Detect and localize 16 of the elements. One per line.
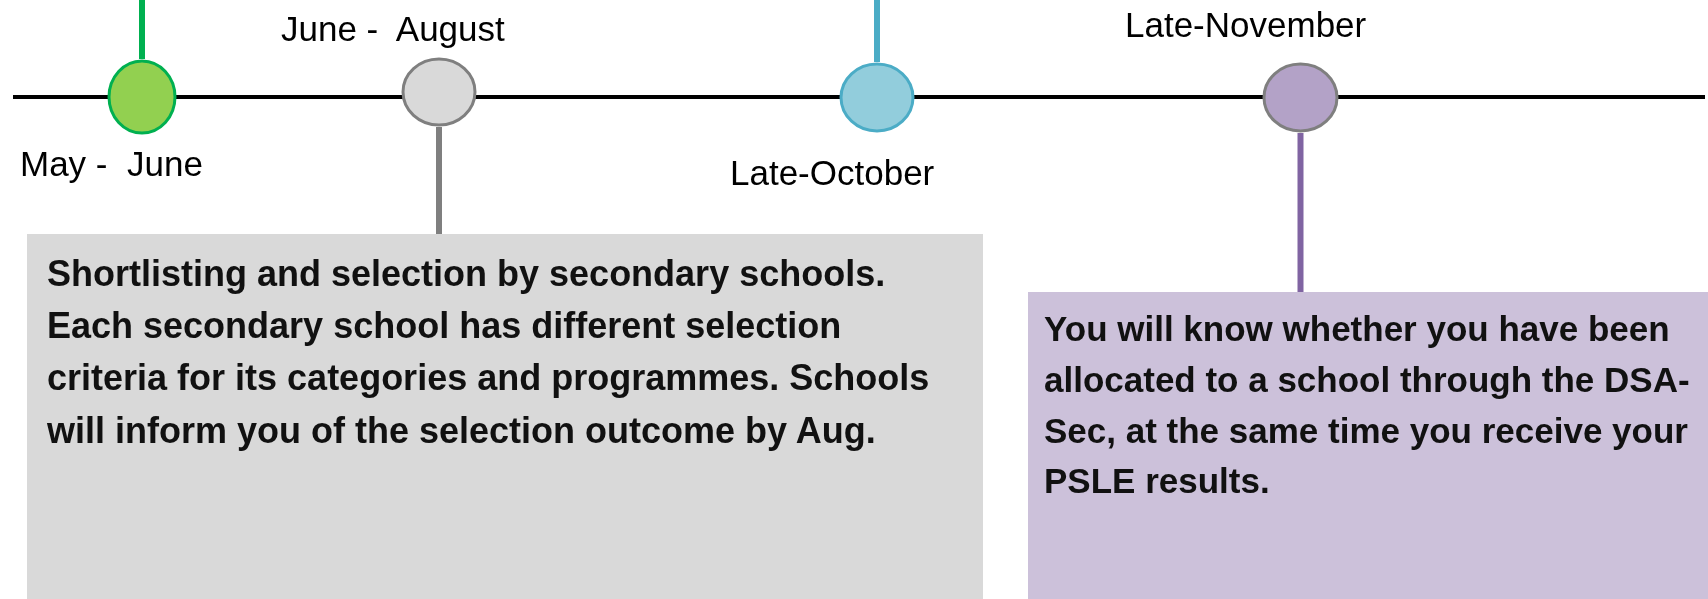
- connector-line: [436, 127, 442, 234]
- description-card: [1028, 292, 1708, 599]
- connector-line: [874, 0, 880, 62]
- timeline-marker: [1262, 62, 1339, 133]
- connector-line: [1297, 133, 1304, 292]
- date-label: May - June: [20, 143, 203, 185]
- description-card: [27, 234, 983, 599]
- description-text: You will know whether you have been allocated to a school through the DSA-Sec, at the same time you receive your PSLE results.: [1044, 308, 1691, 503]
- description-text: Shortlisting and selection by secondary schools. Each secondary school has different selection criteria for its categories and programmes. Schools will inform you of the selection outcome by Aug.: [47, 252, 931, 453]
- timeline-marker: [107, 59, 177, 135]
- timeline-marker: [839, 62, 915, 133]
- date-label: Late-October: [730, 152, 935, 194]
- date-label: June - August: [281, 8, 505, 50]
- connector-line: [139, 0, 145, 59]
- timeline-marker: [401, 57, 477, 127]
- date-label: Late-November: [1125, 4, 1367, 46]
